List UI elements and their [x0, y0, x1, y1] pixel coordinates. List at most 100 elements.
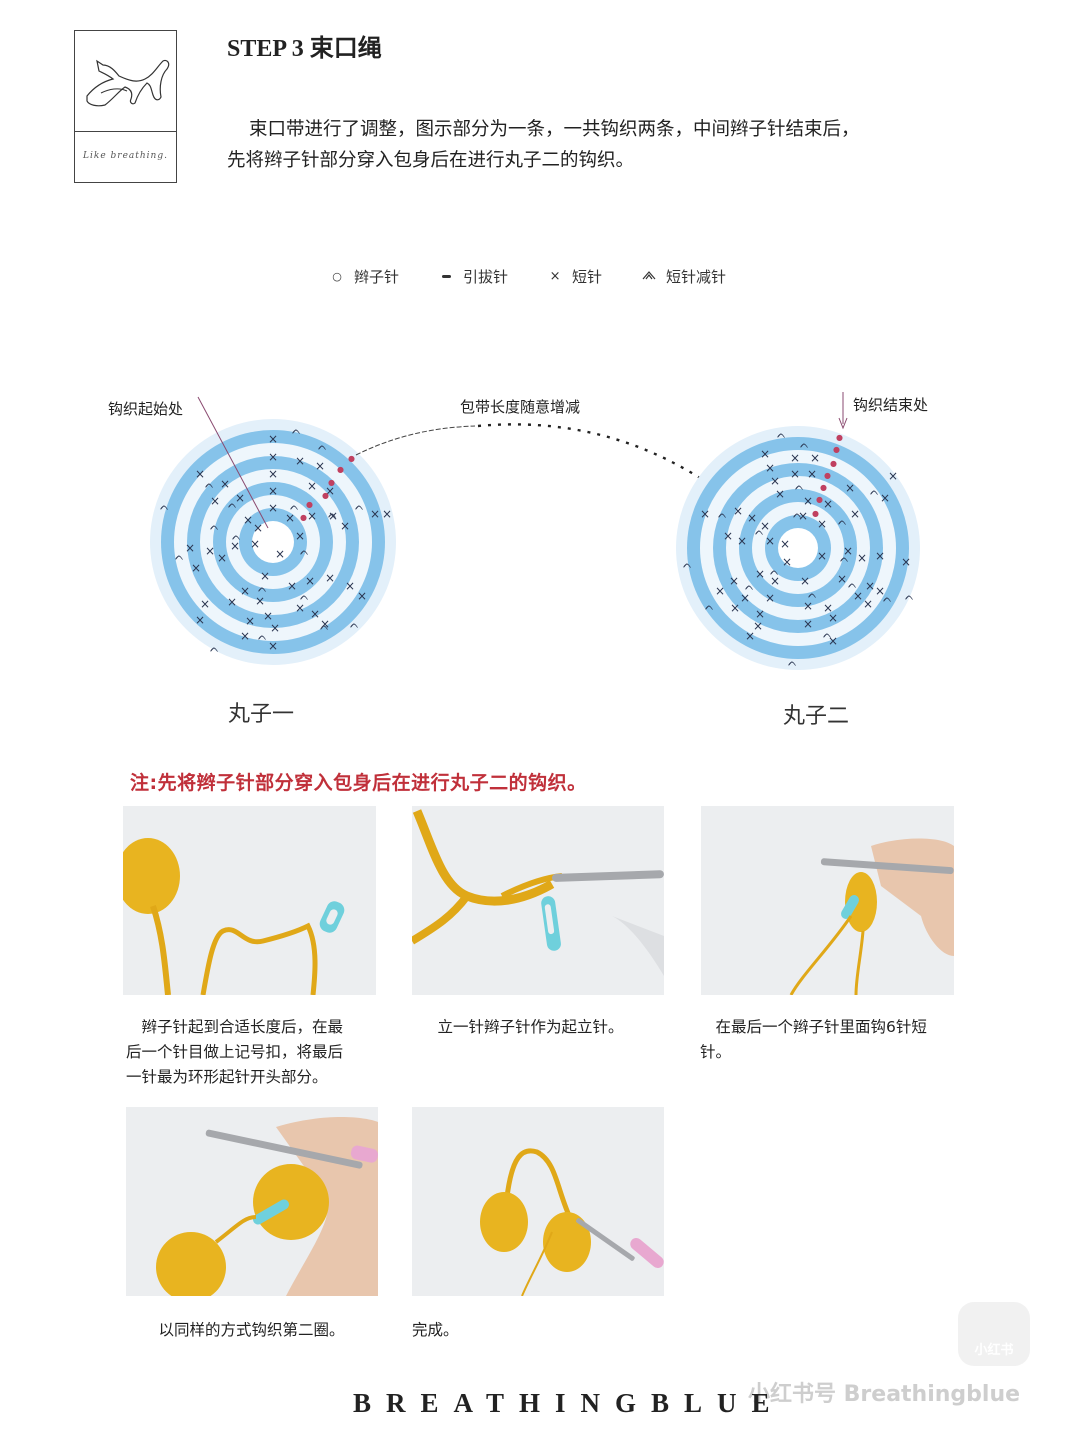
svg-text:×: ×: [733, 504, 743, 518]
step-caption-1: 辫子针起到合适长度后，在最 后一个针目做上记号扣，将最后 一针最为环形起针开头部…: [126, 1015, 386, 1090]
svg-text:×: ×: [780, 537, 790, 551]
svg-text:ᨈ: ᨈ: [300, 590, 309, 603]
svg-text:×: ×: [740, 591, 750, 605]
svg-text:ᨈ: ᨈ: [718, 508, 727, 521]
svg-text:ᨈ: ᨈ: [318, 440, 327, 453]
red-note: 注:先将辫子针部分穿入包身后在进行丸子二的钩织。: [130, 772, 587, 794]
step-photo-4: [126, 1107, 378, 1296]
logo-tagline: Like breathing.: [83, 151, 168, 161]
svg-text:●: ●: [337, 465, 344, 474]
end-label: 钩织结束处: [853, 396, 929, 414]
svg-text:×: ×: [755, 567, 765, 581]
svg-text:×: ×: [195, 467, 205, 481]
svg-text:ᨈ: ᨈ: [228, 498, 237, 511]
svg-text:×: ×: [200, 597, 210, 611]
svg-text:×: ×: [770, 474, 780, 488]
svg-text:×: ×: [760, 447, 770, 461]
svg-text:×: ×: [715, 584, 725, 598]
svg-text:●: ●: [812, 509, 819, 518]
svg-text:×: ×: [803, 494, 813, 508]
svg-text:×: ×: [268, 639, 278, 653]
watermark-text: 小红书号 Breathingblue: [748, 1382, 1021, 1407]
step-caption-5: 完成。: [412, 1318, 459, 1343]
step-photo-3: [701, 806, 954, 995]
svg-text:ᨈ: ᨈ: [745, 580, 754, 593]
brand-logo: Like breathing.: [74, 30, 177, 183]
chain-stitch-icon: ○: [332, 270, 342, 283]
intro-line-2: 先将辫子针部分穿入包身后在进行丸子二的钩织。: [227, 150, 635, 171]
svg-text:×: ×: [700, 507, 710, 521]
svg-text:ᨈ: ᨈ: [793, 508, 802, 521]
legend-label: 短针减针: [666, 268, 727, 286]
svg-text:×: ×: [185, 541, 195, 555]
svg-text:●: ●: [300, 513, 307, 522]
svg-text:×: ×: [828, 611, 838, 625]
svg-text:×: ×: [865, 579, 875, 593]
svg-text:×: ×: [240, 584, 250, 598]
svg-text:×: ×: [195, 613, 205, 627]
svg-text:×: ×: [823, 497, 833, 511]
ball-two-chart: ×××× ×××× ×××× ×××× ×××× ×××× ×××× ×××× …: [676, 392, 920, 670]
svg-text:×: ×: [828, 634, 838, 648]
caption-line: 以同样的方式钩织第二圈。: [143, 1321, 345, 1339]
svg-text:×: ×: [287, 579, 297, 593]
svg-text:×: ×: [843, 544, 853, 558]
svg-text:×: ×: [275, 547, 285, 561]
svg-text:ᨈ: ᨈ: [328, 508, 337, 521]
svg-text:ᨈ: ᨈ: [788, 656, 797, 669]
svg-text:ᨈ: ᨈ: [823, 628, 832, 641]
step-caption-3: 在最后一个辫子针里面钩6针短 针。: [700, 1015, 970, 1065]
svg-text:×: ×: [217, 551, 227, 565]
svg-text:×: ×: [837, 572, 847, 586]
cat-line-drawing-icon: [86, 59, 170, 107]
caption-line: 后一个针目做上记号扣，将最后: [126, 1043, 344, 1061]
slip-stitch-icon: [437, 269, 455, 284]
svg-text:×: ×: [730, 601, 740, 615]
length-label: 包带长度随意增减: [460, 398, 581, 416]
svg-text:×: ×: [770, 574, 780, 588]
svg-text:×: ×: [723, 529, 733, 543]
svg-text:●: ●: [328, 478, 335, 487]
svg-text:ᨈ: ᨈ: [800, 438, 809, 451]
legend-item-sc-decrease: 短针减针: [640, 266, 726, 287]
svg-text:ᨈ: ᨈ: [905, 590, 914, 603]
intro-line-1: 束口带进行了调整，图示部分为一条，一共钩织两条，中间辫子针结束后，: [249, 119, 860, 140]
svg-text:×: ×: [737, 534, 747, 548]
svg-text:×: ×: [817, 549, 827, 563]
svg-text:●: ●: [816, 495, 823, 504]
svg-text:×: ×: [268, 467, 278, 481]
page-title: STEP 3 束口绳: [227, 36, 382, 62]
svg-text:×: ×: [240, 629, 250, 643]
start-label: 钩织起始处: [108, 400, 184, 418]
caption-line: 一针最为环形起针开头部分。: [126, 1068, 328, 1086]
svg-text:ᨈ: ᨈ: [292, 424, 301, 437]
footer-brand: BREATHINGBLUE: [353, 1388, 785, 1418]
sc-decrease-icon: [640, 269, 658, 285]
svg-text:×: ×: [270, 621, 280, 635]
caption-line: 辫子针起到合适长度后，在最: [126, 1018, 344, 1036]
svg-text:×: ×: [760, 519, 770, 533]
crochet-chart-diagram: ××××× ×××× ×××× ×××× ×××× ×××× ×××× ××××…: [150, 392, 920, 670]
step-photo-1: [123, 806, 376, 995]
stitch-legend: ○ 辫子针 引拔针 × 短针 短针减针: [328, 266, 764, 287]
svg-text:×: ×: [782, 555, 792, 569]
svg-text:×: ×: [210, 494, 220, 508]
svg-text:×: ×: [803, 617, 813, 631]
svg-text:ᨈ: ᨈ: [210, 520, 219, 533]
svg-text:×: ×: [357, 589, 367, 603]
svg-text:×: ×: [253, 521, 263, 535]
legend-item-single-crochet: × 短针: [546, 266, 602, 287]
svg-text:●: ●: [836, 433, 843, 442]
svg-text:×: ×: [765, 534, 775, 548]
svg-text:ᨈ: ᨈ: [355, 500, 364, 513]
svg-text:×: ×: [307, 479, 317, 493]
caption-line: 针。: [700, 1043, 732, 1061]
svg-text:ᨈ: ᨈ: [160, 500, 169, 513]
svg-text:×: ×: [230, 539, 240, 553]
svg-text:×: ×: [260, 569, 270, 583]
svg-text:ᨈ: ᨈ: [320, 620, 329, 633]
svg-text:ᨈ: ᨈ: [683, 558, 692, 571]
svg-text:●: ●: [833, 445, 840, 454]
legend-label: 短针: [572, 268, 603, 286]
svg-text:ᨈ: ᨈ: [300, 545, 309, 558]
